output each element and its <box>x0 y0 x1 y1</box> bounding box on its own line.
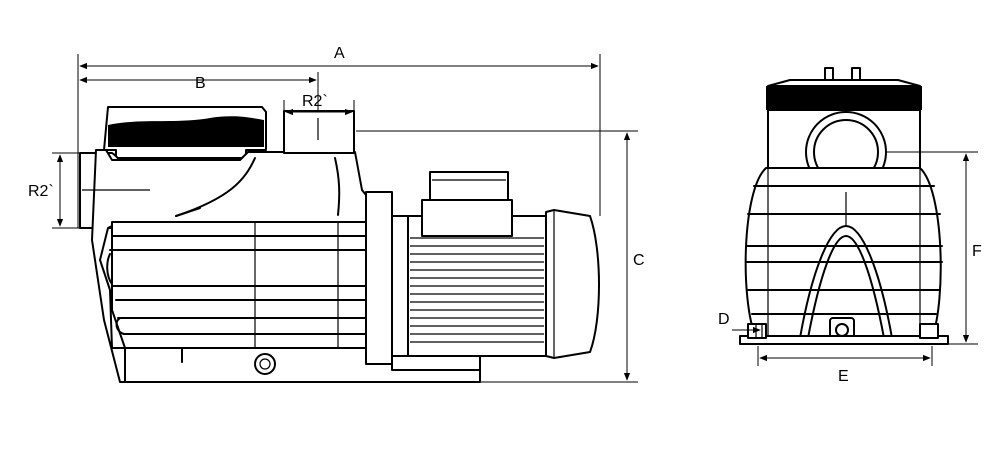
label-r2-side: R2` <box>28 183 54 200</box>
label-r2-top: R2` <box>302 93 328 110</box>
dimension-d: D <box>718 311 761 334</box>
front-base <box>739 335 949 345</box>
pump-side-view <box>79 106 600 383</box>
casing-ribs <box>106 235 367 335</box>
dimension-c: C <box>356 130 645 383</box>
pump-housing <box>91 149 367 383</box>
dimension-b: B <box>79 72 319 112</box>
motor-fins <box>410 237 544 343</box>
pump-front-view <box>739 67 949 345</box>
label-f: F <box>972 243 982 260</box>
dimension-e: E <box>757 346 933 385</box>
mounting-hole <box>254 353 276 375</box>
dimension-inlet-thread: R2` <box>28 152 150 229</box>
front-lid <box>766 86 922 110</box>
label-d: D <box>718 311 730 328</box>
motor-flange <box>365 191 393 365</box>
dimension-a: A <box>77 45 601 228</box>
motor-end-cap <box>545 209 600 359</box>
front-arch <box>799 225 893 339</box>
front-ribs <box>745 185 943 315</box>
dimension-outlet-thread: R2` <box>283 93 355 116</box>
dimension-f: F <box>886 151 982 345</box>
front-barrel <box>744 167 942 339</box>
label-b: B <box>195 75 206 92</box>
outlet-pipe <box>283 110 355 154</box>
label-a: A <box>334 45 345 62</box>
terminal-box <box>429 171 509 203</box>
label-e: E <box>838 368 849 385</box>
label-c: C <box>633 252 645 269</box>
